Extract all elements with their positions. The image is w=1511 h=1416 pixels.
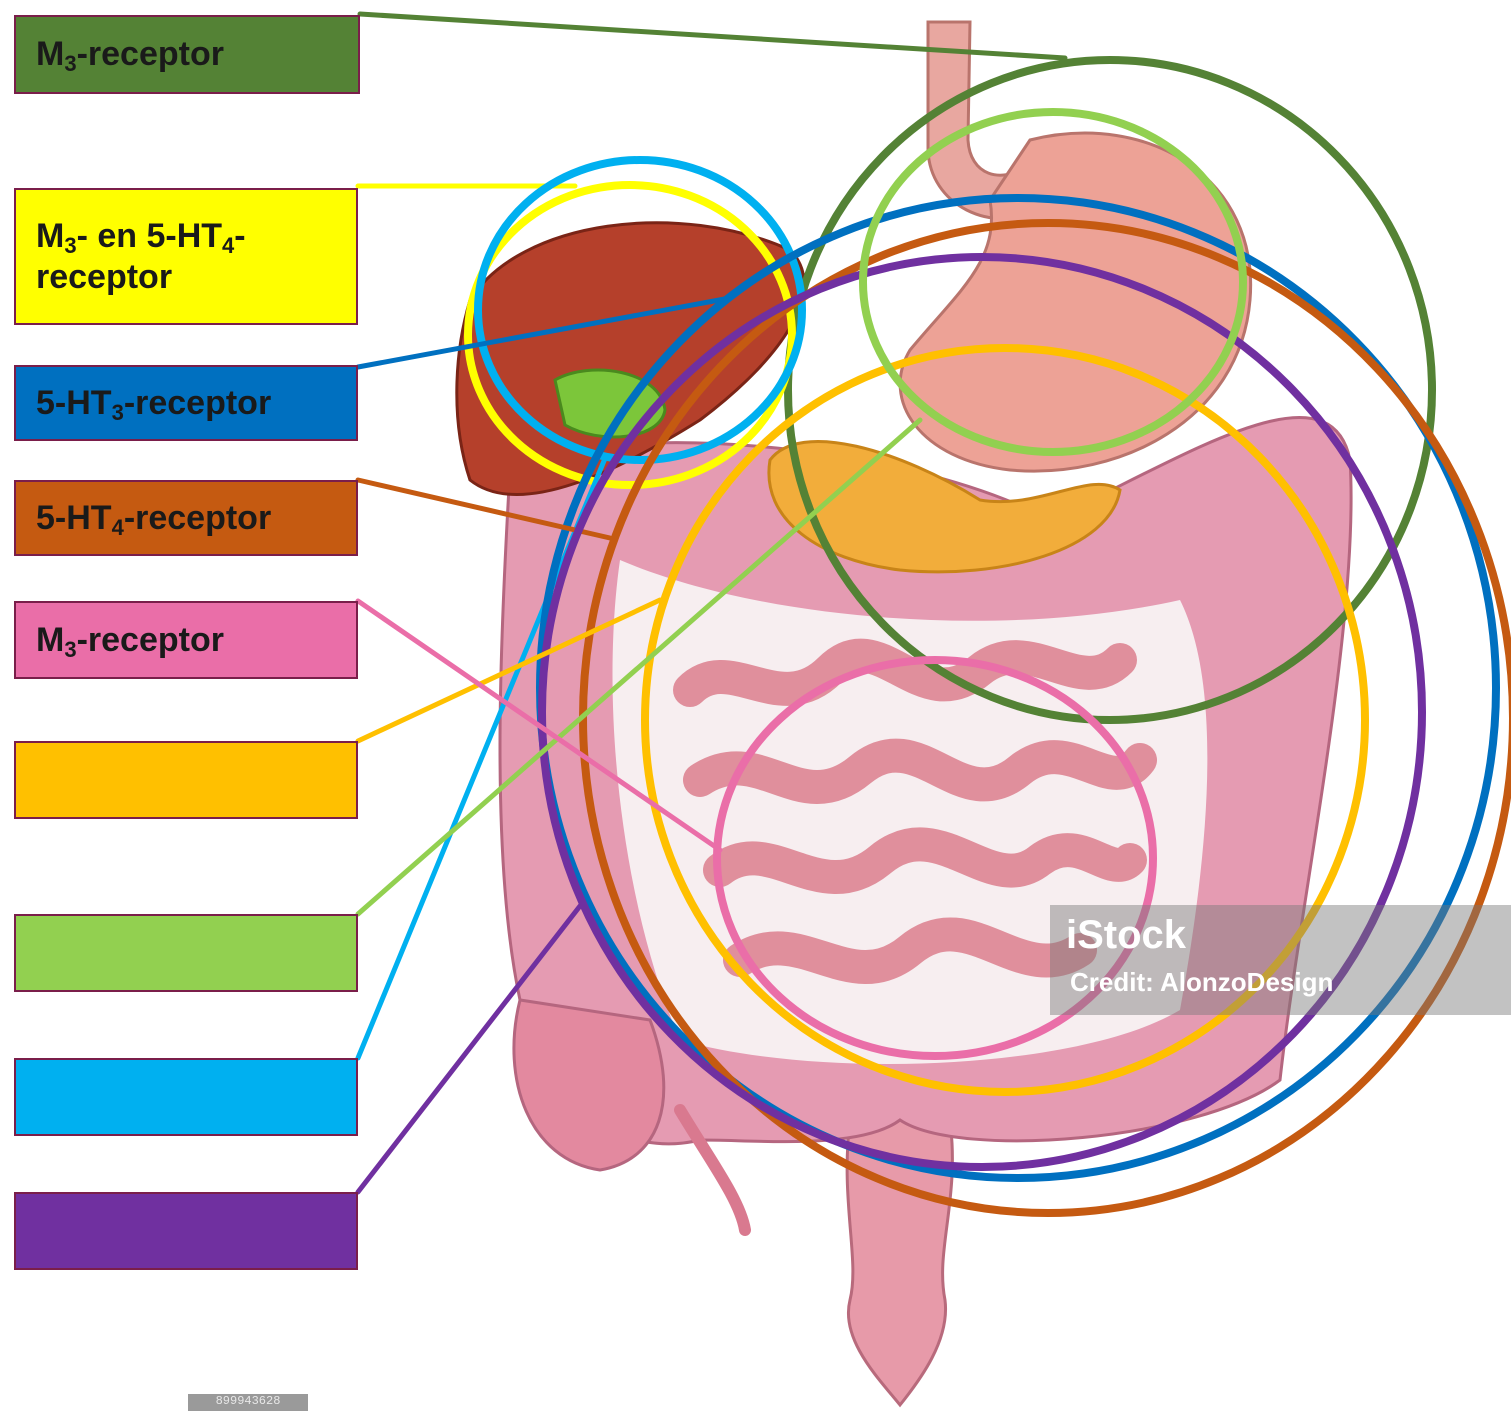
stock-image-id: 899943628: [188, 1394, 308, 1411]
label-box-5ht3: 5-HT3-receptor: [14, 365, 358, 441]
label-box-green-blank: [14, 914, 358, 992]
label-box-purple-blank: [14, 1192, 358, 1270]
label-text-m3-stomach: M3-receptor: [36, 34, 224, 75]
cecum: [514, 1000, 664, 1170]
label-box-cyan-blank: [14, 1058, 358, 1136]
label-box-m3-5ht4-liver: M3- en 5-HT4-receptor: [14, 188, 358, 325]
label-box-m3-small-intestine: M3-receptor: [14, 601, 358, 679]
label-box-5ht4: 5-HT4-receptor: [14, 480, 358, 556]
label-text-m3-small-intestine: M3-receptor: [36, 620, 224, 661]
watermark-brand: iStock: [1066, 913, 1186, 958]
label-box-m3-stomach: M3-receptor: [14, 15, 360, 94]
label-box-orange-blank: [14, 741, 358, 819]
label-text-5ht3: 5-HT3-receptor: [36, 383, 271, 424]
watermark: iStock Credit: AlonzoDesign: [1050, 905, 1511, 1015]
watermark-credit: Credit: AlonzoDesign: [1070, 967, 1333, 998]
label-text-m3-5ht4-liver: M3- en 5-HT4-receptor: [36, 216, 246, 298]
label-text-5ht4: 5-HT4-receptor: [36, 498, 271, 539]
